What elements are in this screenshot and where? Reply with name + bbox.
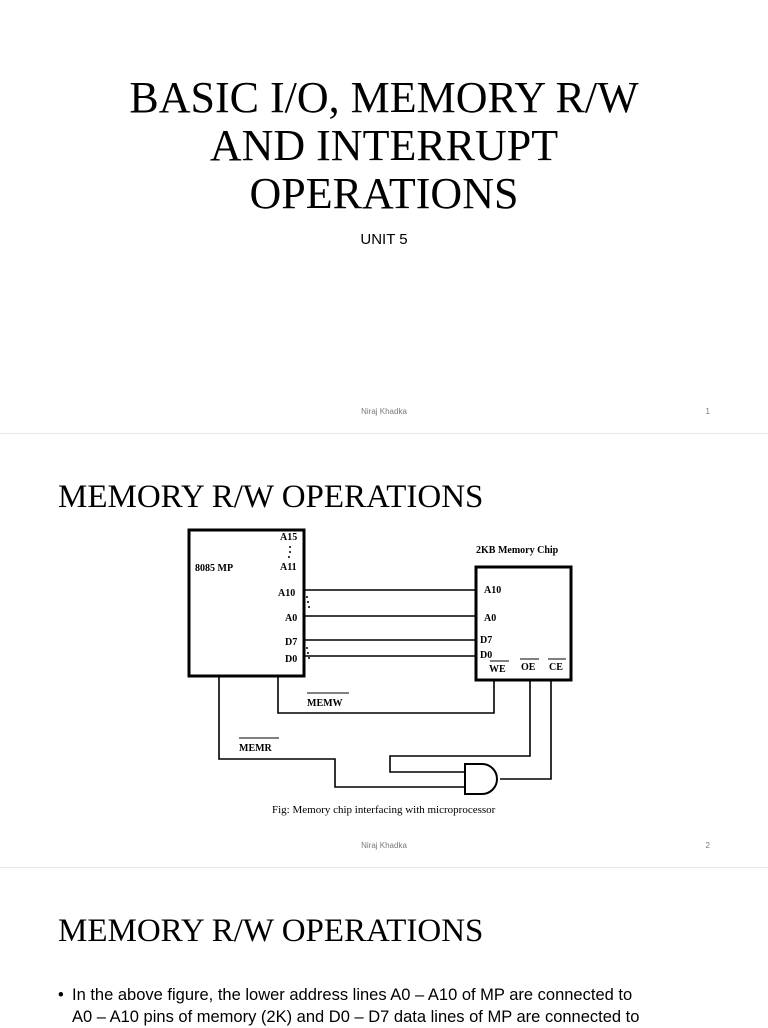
mp-pin-a0: A0 <box>285 613 297 624</box>
memw-label: MEMW <box>307 698 343 709</box>
slide-heading: MEMORY R/W OPERATIONS <box>58 913 484 949</box>
mp-pin-a15: A15 <box>280 532 297 543</box>
chip-pin-we: WE <box>489 664 506 675</box>
chip-title: 2KB Memory Chip <box>476 545 559 556</box>
bullet-marker: • <box>58 986 64 1004</box>
slide-subtitle: UNIT 5 <box>360 231 408 248</box>
slide-heading: MEMORY R/W OPERATIONS <box>58 479 484 515</box>
mp-pin-a11: A11 <box>280 562 297 573</box>
slide-footer: Niraj Khadka <box>361 841 407 850</box>
mp-pin-d0: D0 <box>285 654 297 665</box>
chip-box <box>474 565 573 682</box>
and-gate <box>464 763 498 795</box>
chip-pin-oe: OE <box>521 662 536 673</box>
title-line-2: AND INTERRUPT <box>209 121 559 170</box>
mp-pin-d7: D7 <box>285 637 297 648</box>
dot-marks <box>288 546 310 659</box>
slide-title: BASIC I/O, MEMORY R/W AND INTERRUPT OPER… <box>60 74 708 218</box>
page-number: 2 <box>705 841 710 850</box>
mp-label: 8085 MP <box>195 563 233 574</box>
title-line-3: OPERATIONS <box>249 169 519 218</box>
bullet-line-1: In the above figure, the lower address l… <box>72 986 633 1004</box>
figure-caption: Fig: Memory chip interfacing with microp… <box>272 804 496 816</box>
slide-separator <box>0 433 768 434</box>
mp-box <box>187 528 306 678</box>
slide-separator <box>0 867 768 868</box>
slide-footer: Niraj Khadka <box>361 407 407 416</box>
memr-label: MEMR <box>239 743 273 754</box>
control-wires <box>218 676 552 788</box>
slide-2: MEMORY R/W OPERATIONS 8085 MP A15 A11 A1… <box>0 434 768 867</box>
chip-pin-ce: CE <box>549 662 563 673</box>
title-line-1: BASIC I/O, MEMORY R/W <box>129 73 639 122</box>
chip-pin-d7: D7 <box>480 635 492 646</box>
bullet-line-2: A0 – A10 pins of memory (2K) and D0 – D7… <box>72 1008 640 1026</box>
slide-3: MEMORY R/W OPERATIONS • In the above fig… <box>0 868 768 1026</box>
page-number: 1 <box>705 407 710 416</box>
chip-pin-a0: A0 <box>484 613 496 624</box>
bus-lines <box>304 589 476 657</box>
mp-pin-a10: A10 <box>278 588 295 599</box>
memory-interface-diagram: 8085 MP A15 A11 A10 A0 D7 D0 2KB Memory … <box>187 528 573 795</box>
bullet-item: • In the above figure, the lower address… <box>58 984 718 1028</box>
slide-1: BASIC I/O, MEMORY R/W AND INTERRUPT OPER… <box>0 0 768 433</box>
chip-pin-d0: D0 <box>480 650 492 661</box>
chip-pin-a10: A10 <box>484 585 501 596</box>
